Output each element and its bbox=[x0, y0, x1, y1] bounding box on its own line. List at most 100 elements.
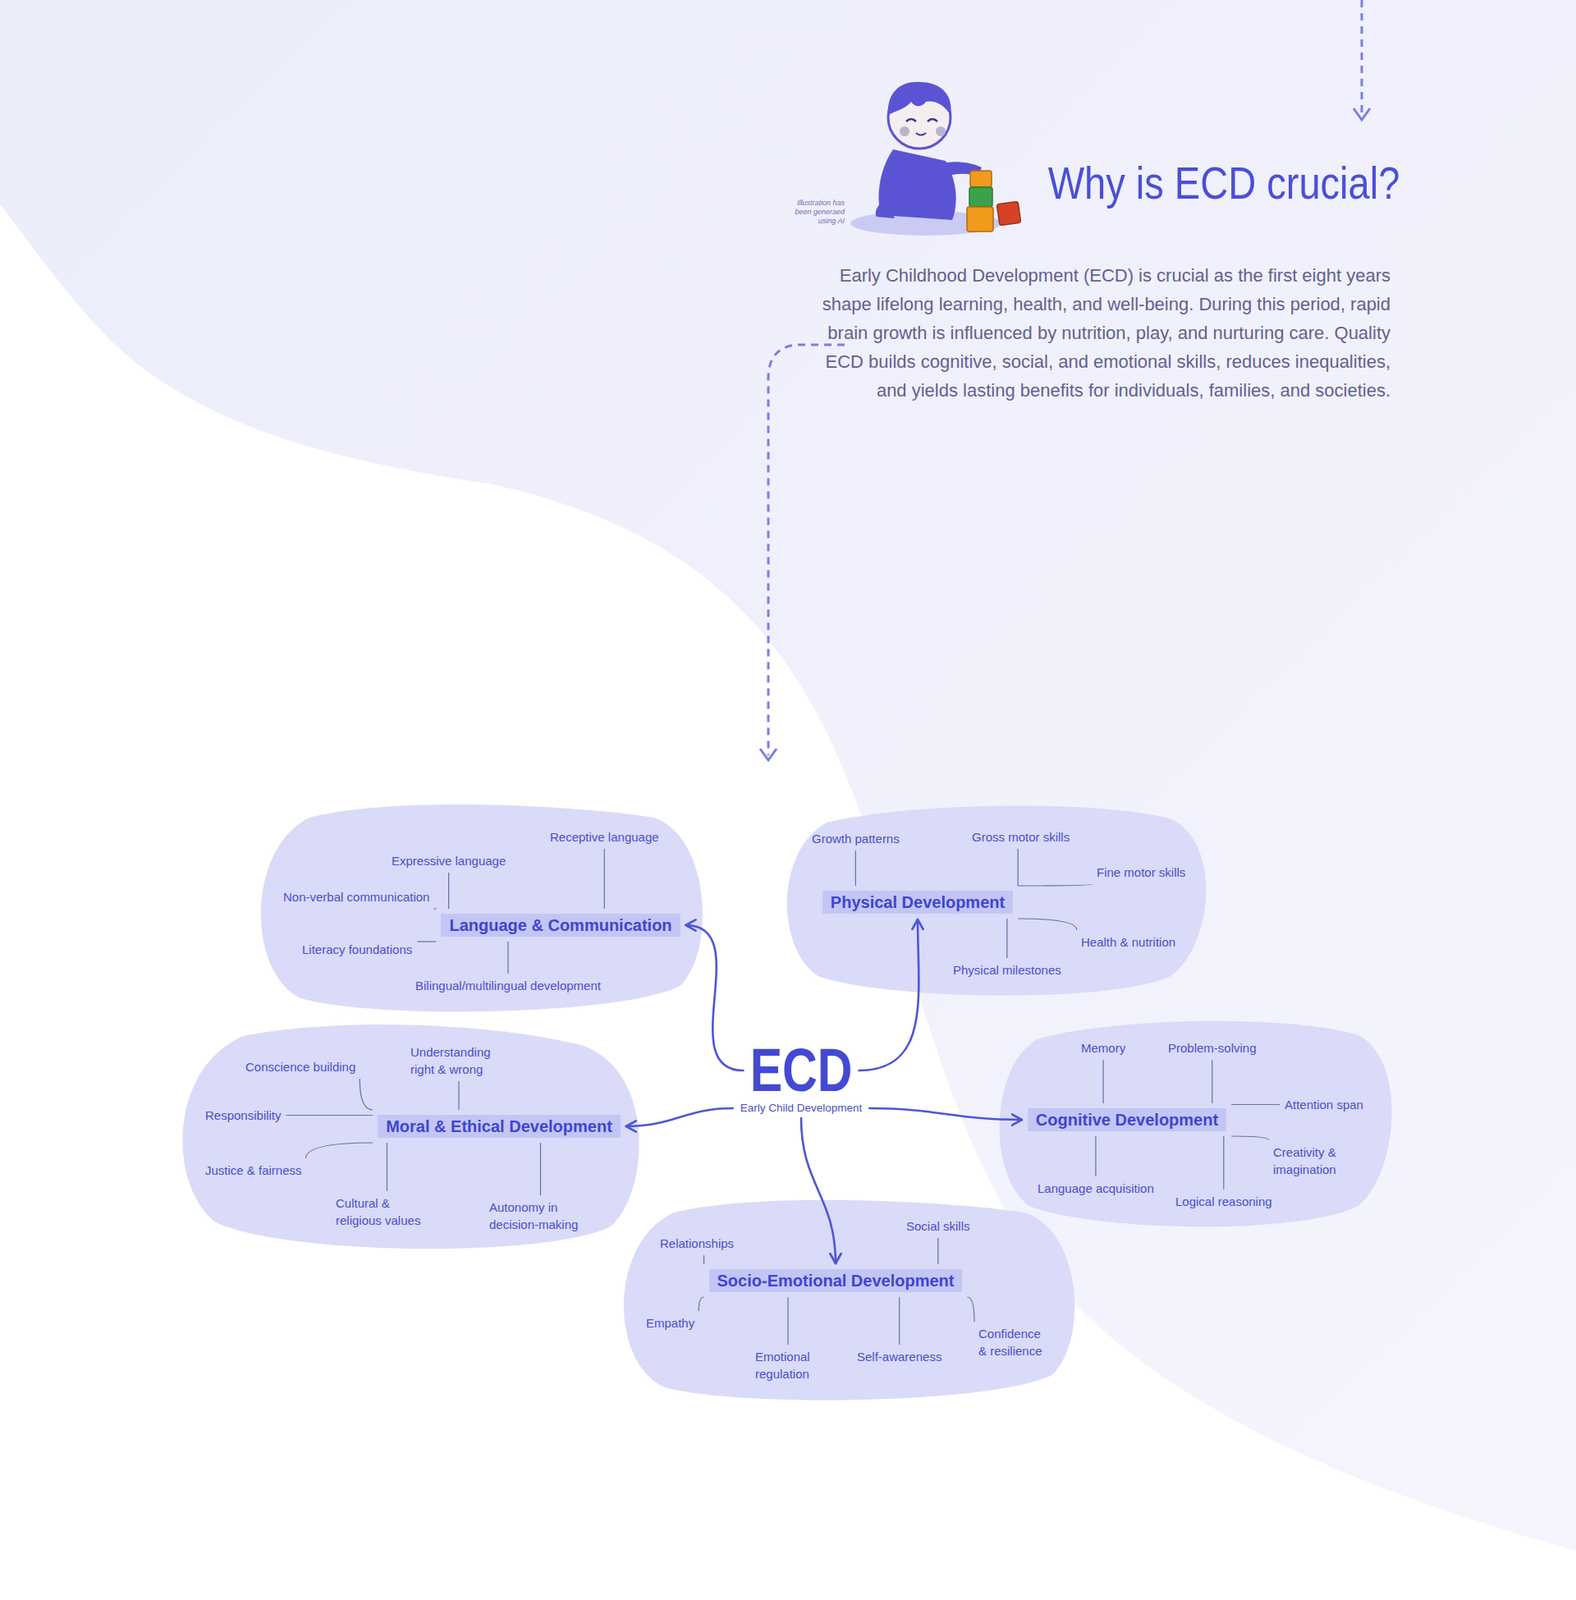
dashed-arrow bbox=[760, 344, 845, 761]
subtopic-wrap: Problem-solving bbox=[1168, 1039, 1257, 1057]
subtopic: Relationships bbox=[659, 1234, 734, 1252]
leader-line bbox=[386, 1142, 388, 1192]
leader-line bbox=[416, 940, 436, 942]
background-wave bbox=[0, 0, 1576, 1551]
leader-line bbox=[898, 1296, 900, 1345]
topic-title: Physical Development bbox=[822, 890, 1013, 914]
subtopic: Language acquisition bbox=[1037, 1179, 1155, 1197]
topic-title: Language & Communication bbox=[440, 913, 680, 937]
subtopic: Empathy bbox=[645, 1314, 695, 1332]
cloud-fill bbox=[999, 1021, 1393, 1227]
subtopic: Non-verbal communication bbox=[283, 888, 430, 906]
topic-title-wrap: Physical Development bbox=[822, 890, 1013, 914]
subtopic: Justice & fairness bbox=[205, 1161, 303, 1179]
topic-title-wrap: Socio-Emotional Development bbox=[709, 1269, 963, 1292]
leader-line bbox=[1017, 848, 1019, 886]
topic-title-wrap: Cognitive Development bbox=[1027, 1108, 1227, 1132]
subtopic: Self-awareness bbox=[856, 1347, 942, 1366]
subtopic: Cultural & religious values bbox=[335, 1194, 439, 1229]
leader-line bbox=[1211, 1059, 1213, 1104]
subtopic: Health & nutrition bbox=[1081, 933, 1176, 951]
subtopic: Attention span bbox=[1284, 1095, 1364, 1114]
leader-line bbox=[458, 1081, 459, 1110]
subtopic: Social skills bbox=[906, 1217, 971, 1235]
topic-cloud: Language & Communication Receptive langua… bbox=[255, 800, 709, 1016]
subtopic-wrap: Social skills bbox=[906, 1217, 971, 1235]
subtopic-wrap: Physical milestones bbox=[952, 961, 1062, 979]
subtopic: Emotional regulation bbox=[755, 1347, 821, 1383]
subtopic: Receptive language bbox=[549, 828, 660, 846]
subtopic: Autonomy in decision-making bbox=[489, 1198, 592, 1233]
subtopic: Responsibility bbox=[205, 1106, 282, 1124]
subtopic: Literacy foundations bbox=[302, 940, 413, 958]
ai-note-wrap: Illustration has been generaed using AI bbox=[785, 198, 845, 226]
subtopic-wrap: Literacy foundations bbox=[302, 940, 413, 958]
subtopic-wrap: Conscience building bbox=[245, 1058, 356, 1076]
subtopic-wrap: Relationships bbox=[659, 1234, 734, 1252]
subtopic: Bilingual/multilingual development bbox=[415, 976, 601, 995]
leader-line bbox=[604, 848, 605, 909]
subtopic: Growth patterns bbox=[811, 829, 900, 848]
topic-cloud: Moral & Ethical Development Conscience bu… bbox=[177, 1021, 649, 1255]
branch-arrow bbox=[869, 1108, 1022, 1120]
subtopic-wrap: Health & nutrition bbox=[1081, 933, 1176, 951]
subtopic: Problem-solving bbox=[1168, 1039, 1257, 1057]
topic-title-wrap: Language & Communication bbox=[440, 913, 680, 937]
subtopic-wrap: Expressive language bbox=[391, 852, 506, 870]
cloud-fill bbox=[182, 1024, 639, 1249]
leader-line bbox=[855, 850, 857, 886]
leader-line bbox=[1102, 1059, 1104, 1104]
subtopic-wrap: Emotional regulation bbox=[755, 1347, 821, 1383]
subtopic-wrap: Language acquisition bbox=[1037, 1179, 1155, 1197]
center-title: ECD bbox=[750, 1039, 853, 1102]
page-title: Why is ECD crucial? bbox=[1047, 155, 1400, 211]
leader-line bbox=[433, 907, 436, 909]
subtopic-wrap: Confidence & resilience bbox=[978, 1324, 1053, 1360]
cloud-fill bbox=[787, 805, 1206, 995]
subtopic: Fine motor skills bbox=[1096, 863, 1186, 881]
topic-cloud: Cognitive Development Memory Problem-solvi… bbox=[996, 1017, 1399, 1232]
cloud-fill bbox=[623, 1200, 1075, 1401]
subtopic: Creativity & imagination bbox=[1273, 1143, 1356, 1178]
center-subtitle: Early Child Development bbox=[737, 1101, 866, 1115]
subtopic-wrap: Logical reasoning bbox=[1175, 1192, 1273, 1210]
subtopic: Memory bbox=[1081, 1039, 1126, 1057]
leader-line bbox=[507, 941, 509, 974]
subtopic: Gross motor skills bbox=[971, 828, 1070, 846]
subtopic-wrap: Cultural & religious values bbox=[335, 1194, 439, 1229]
leader-line bbox=[1231, 1104, 1280, 1105]
subtopic-wrap: Attention span bbox=[1284, 1095, 1364, 1114]
leader-line bbox=[448, 872, 449, 909]
subtopic: Logical reasoning bbox=[1175, 1192, 1273, 1210]
topic-cloud: Socio-Emotional Development Relationships… bbox=[618, 1195, 1081, 1404]
leader-line bbox=[1223, 1136, 1224, 1190]
subtopic-wrap: Self-awareness bbox=[856, 1347, 942, 1366]
cloud-shape bbox=[618, 1195, 1081, 1404]
dashed-arrow bbox=[1353, 0, 1370, 120]
subtopic: Physical milestones bbox=[952, 961, 1062, 979]
subtopic-wrap: Autonomy in decision-making bbox=[489, 1198, 592, 1233]
subtopic-wrap: Memory bbox=[1081, 1039, 1126, 1057]
subtopic: Understanding right & wrong bbox=[410, 1043, 508, 1078]
subtopic-wrap: Creativity & imagination bbox=[1273, 1143, 1356, 1178]
subtopic-wrap: Justice & fairness bbox=[205, 1161, 303, 1179]
subtopic-wrap: Understanding right & wrong bbox=[410, 1043, 508, 1078]
topic-title: Cognitive Development bbox=[1027, 1108, 1227, 1132]
title-wrap: Why is ECD crucial? bbox=[980, 155, 1400, 211]
subtopic-wrap: Growth patterns bbox=[811, 829, 900, 848]
topic-title: Moral & Ethical Development bbox=[377, 1114, 621, 1138]
leader-line bbox=[1094, 1136, 1096, 1177]
leader-line bbox=[1006, 918, 1008, 958]
subtopic: Confidence & resilience bbox=[978, 1324, 1053, 1360]
subtopic: Expressive language bbox=[391, 852, 506, 870]
topic-cloud: Physical Development Growth patterns Gross… bbox=[783, 802, 1214, 1000]
subtopic-wrap: Non-verbal communication bbox=[283, 888, 430, 906]
leader-line bbox=[703, 1255, 705, 1265]
ai-note: Illustration has been generaed using AI bbox=[785, 198, 845, 226]
cloud-fill bbox=[261, 804, 703, 1012]
intro-paragraph-wrap: Early Childhood Development (ECD) is cru… bbox=[799, 261, 1391, 405]
subtopic-wrap: Responsibility bbox=[205, 1106, 282, 1124]
topic-title-wrap: Moral & Ethical Development bbox=[377, 1114, 621, 1138]
topic-title: Socio-Emotional Development bbox=[709, 1269, 963, 1292]
leader-line bbox=[286, 1114, 374, 1116]
